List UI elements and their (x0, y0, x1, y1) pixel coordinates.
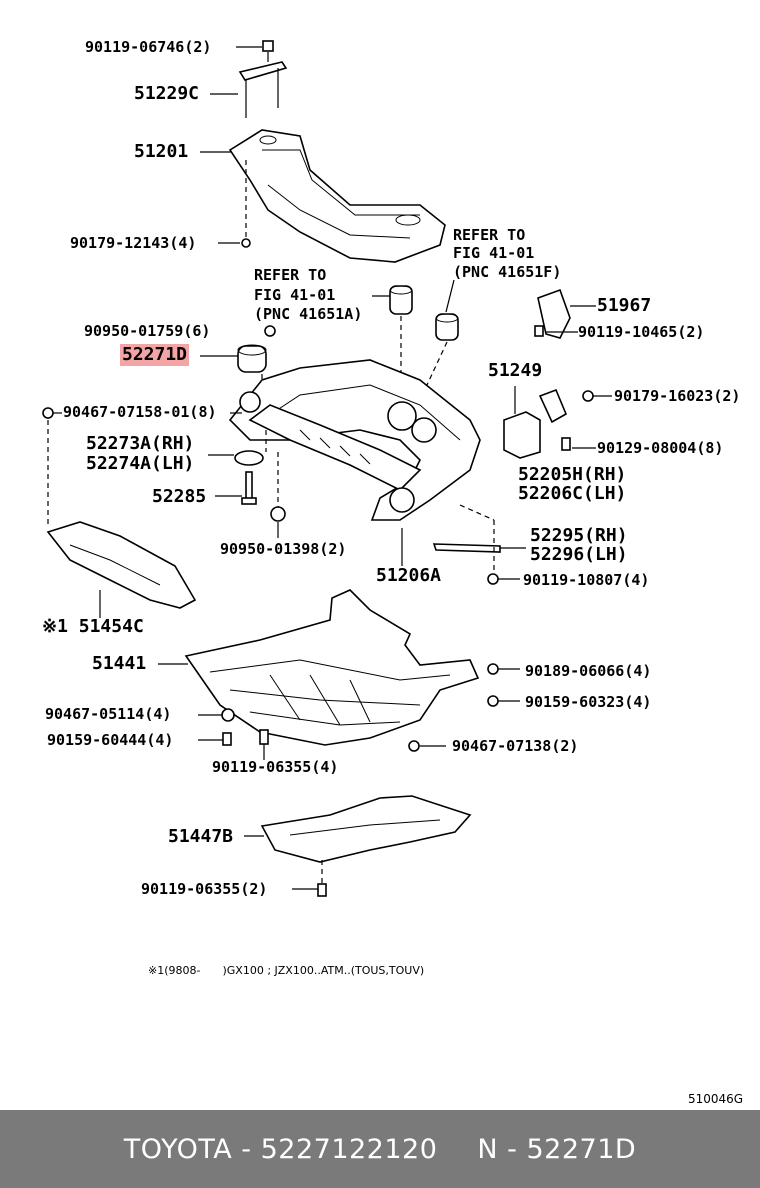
reference-note: REFER TO (254, 266, 327, 284)
part-label[interactable]: 90119-10465(2) (578, 323, 705, 341)
rear-cover-icon (244, 795, 472, 897)
part-label[interactable]: 90179-12143(4) (70, 234, 197, 252)
part-label[interactable]: 52295(RH) (530, 525, 628, 546)
part-label[interactable]: 51441 (92, 653, 147, 674)
nut-icon (270, 452, 286, 538)
part-label[interactable]: 52205H(RH) (518, 464, 627, 485)
footer-bar: TOYOTA - 5227122120 N - 52271D (0, 1110, 760, 1188)
part-label[interactable]: 51206A (376, 565, 442, 586)
reference-note: FIG 41-01 (254, 286, 336, 304)
part-label[interactable]: 90467-05114(4) (45, 705, 172, 723)
part-label[interactable]: ※1 51454C (42, 616, 144, 637)
highlighted-part-label[interactable]: 52271D (120, 344, 190, 366)
pnc-text: N - 52271D (477, 1133, 637, 1165)
part-label[interactable]: 51249 (488, 360, 543, 381)
part-label[interactable]: 90950-01398(2) (220, 540, 347, 558)
part-label[interactable]: 51967 (597, 295, 652, 316)
bracket-icon (534, 288, 596, 339)
part-label[interactable]: 51229C (134, 83, 200, 104)
part-label[interactable]: 52273A(RH) (86, 433, 195, 454)
bolt-icon (236, 40, 274, 62)
reference-note: FIG 41-01 (453, 244, 535, 262)
bushing-icon (372, 279, 459, 401)
applicability-note: ※1(9808- )GX100 ; JZX100..ATM..(TOUS,TOU… (148, 964, 425, 977)
part-label[interactable]: 90189-06066(4) (525, 662, 652, 680)
diagram-code: 510046G (688, 1092, 744, 1106)
part-label[interactable]: 90119-06355(2) (141, 880, 268, 898)
part-label[interactable]: 90950-01759(6) (84, 322, 211, 340)
diagram-drawing (42, 40, 612, 897)
part-label[interactable]: 90179-16023(2) (614, 387, 741, 405)
crossmember-icon (200, 129, 446, 263)
part-label[interactable]: 90119-06746(2) (85, 38, 212, 56)
parts-diagram: 90119-06746(2) 51229C 51201 90179-12143(… (42, 38, 744, 1106)
part-label[interactable]: 90129-08004(8) (597, 439, 724, 457)
cushion-icon (208, 430, 267, 466)
reference-note: (PNC 41651A) (254, 305, 363, 323)
cover-icon (46, 521, 197, 618)
support-icon (503, 386, 612, 459)
reference-note: REFER TO (453, 226, 526, 244)
part-label[interactable]: 90119-06355(4) (212, 758, 339, 776)
part-label[interactable]: 52285 (152, 486, 207, 507)
part-number-text: TOYOTA - 5227122120 (123, 1133, 438, 1165)
part-label[interactable]: 52274A(LH) (86, 453, 195, 474)
part-label[interactable]: 90119-10807(4) (523, 571, 650, 589)
part-label[interactable]: 90467-07158-01(8) (63, 403, 217, 421)
stopper-icon (432, 504, 526, 585)
part-label[interactable]: 52206C(LH) (518, 483, 627, 504)
rear-subframe-icon (228, 359, 481, 566)
part-label[interactable]: 52296(LH) (530, 544, 628, 565)
bolt-icon (215, 471, 257, 505)
part-label[interactable]: 90159-60323(4) (525, 693, 652, 711)
part-label[interactable]: 90467-07138(2) (452, 737, 579, 755)
undercover-icon (158, 589, 520, 760)
clip-icon (42, 407, 242, 528)
reference-note: (PNC 41651F) (453, 263, 562, 281)
part-label[interactable]: 90159-60444(4) (47, 731, 174, 749)
part-label[interactable]: 51201 (134, 141, 189, 162)
bracket-icon (210, 61, 288, 118)
part-label[interactable]: 51447B (168, 826, 234, 847)
